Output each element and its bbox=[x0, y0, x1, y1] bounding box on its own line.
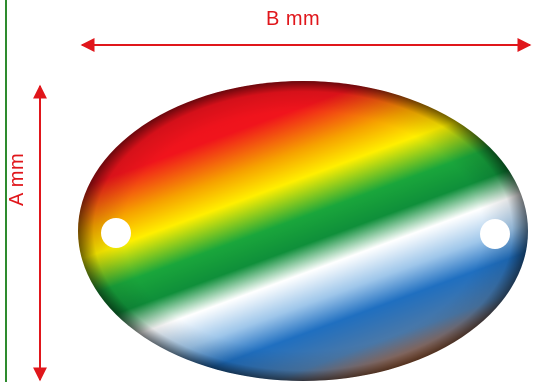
width-label: B mm bbox=[266, 8, 321, 30]
left-mounting-hole bbox=[101, 218, 131, 248]
height-label: A mm bbox=[6, 152, 28, 206]
right-mounting-hole bbox=[480, 219, 510, 249]
oval-plate bbox=[78, 81, 528, 381]
left-border-line bbox=[5, 0, 7, 382]
